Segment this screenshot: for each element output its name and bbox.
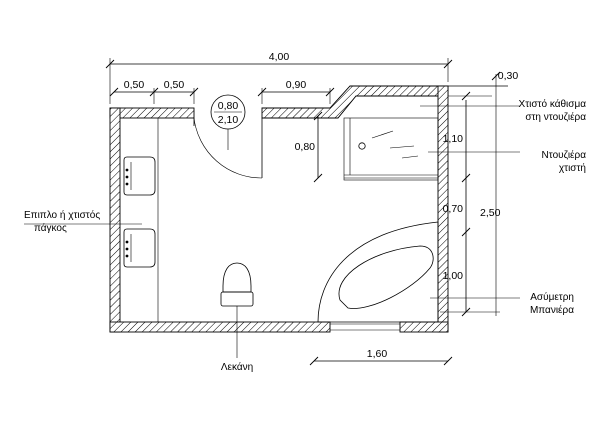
svg-text:1,60: 1,60 [367, 348, 388, 360]
bathtub [317, 221, 439, 323]
label-toilet: Λεκάνη [221, 306, 253, 373]
label-built-bench: Χτιστό κάθισμα στη ντουζιέρα [420, 98, 586, 123]
label-bathtub: Ασύμετρη Μπανιέρα [430, 291, 574, 316]
svg-text:πάγκος: πάγκος [34, 222, 67, 234]
wall-bottom-right [399, 321, 449, 333]
door-tag: 0,80 2,10 [210, 94, 246, 150]
dim-top-right: 0,30 [448, 70, 518, 316]
svg-text:Επιπλο ή χτιστός: Επιπλο ή χτιστός [24, 209, 100, 221]
dim-left-seg-1: 0,50 [124, 79, 145, 91]
sink-bottom [123, 228, 156, 268]
shower-drain-icon [358, 142, 366, 150]
bottom-opening [330, 323, 400, 331]
svg-text:Χτιστό κάθισμα: Χτιστό κάθισμα [519, 98, 587, 110]
dim-bottom-opening: 1,60 [309, 348, 453, 366]
dim-right-chain: 1,10 0,70 1,00 2,50 [440, 91, 501, 317]
dim-door-width: 0,90 [286, 79, 307, 91]
door-tag-width: 0,80 [218, 100, 239, 112]
svg-text:0,80: 0,80 [295, 141, 316, 153]
label-shower: Ντουζιέρα χτιστή [428, 149, 586, 174]
svg-text:4,00: 4,00 [269, 51, 290, 63]
dim-right-2: 0,70 [443, 203, 464, 215]
svg-text:Λεκάνη: Λεκάνη [221, 361, 253, 373]
dim-right-1: 1,10 [443, 133, 464, 145]
dim-right-total: 2,50 [480, 207, 501, 219]
dim-right-3: 1,00 [443, 270, 464, 282]
wall-bottom-left [109, 321, 331, 333]
walls [109, 85, 449, 333]
wall-left [109, 107, 121, 333]
svg-text:χτιστή: χτιστή [559, 162, 586, 174]
shower [343, 117, 439, 181]
door-tag-height: 2,10 [218, 114, 239, 126]
dim-overall-width: 4,00 [105, 51, 453, 104]
svg-text:0,30: 0,30 [498, 70, 519, 82]
toilet [220, 262, 254, 307]
svg-text:Ασύμετρη: Ασύμετρη [530, 291, 574, 303]
wall-top-left [109, 107, 195, 119]
dim-left-seg-2: 0,50 [164, 79, 185, 91]
svg-text:Ντουζιέρα: Ντουζιέρα [542, 149, 587, 161]
dim-top-segments: 0,50 0,50 0,90 [109, 79, 335, 104]
vanity-counter [123, 118, 159, 322]
svg-text:Μπανιέρα: Μπανιέρα [530, 304, 574, 316]
door [193, 117, 263, 179]
sink-top [123, 156, 156, 196]
svg-text:στη ντουζιέρα: στη ντουζιέρα [525, 111, 586, 123]
label-counter: Επιπλο ή χτιστός πάγκος [24, 209, 142, 234]
dim-door-height: 0,80 [295, 111, 323, 183]
